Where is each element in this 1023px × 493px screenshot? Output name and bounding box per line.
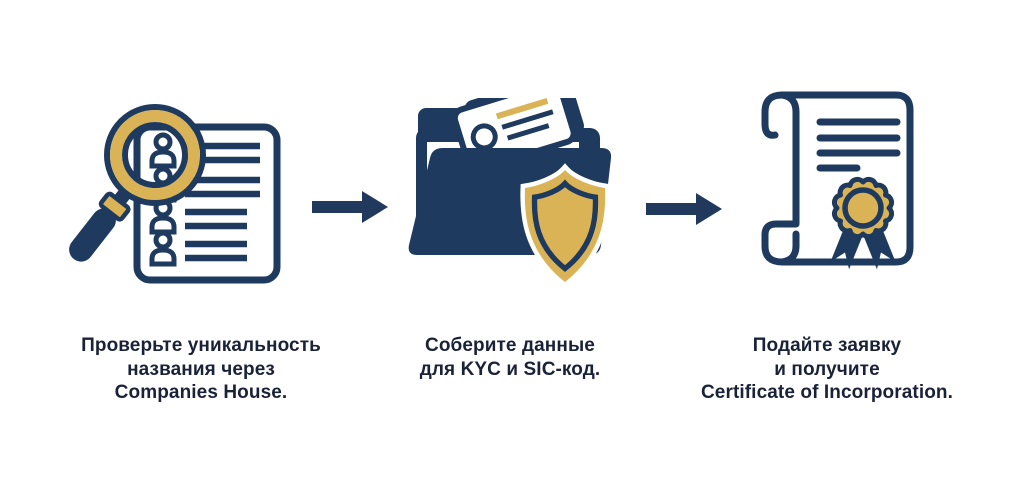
step3-caption-line: Подайте заявку bbox=[752, 335, 902, 356]
step1-caption-line: Companies House. bbox=[114, 382, 288, 403]
arrow-right-icon bbox=[646, 193, 722, 225]
step2-caption-line: Соберите данные bbox=[425, 335, 595, 356]
step2-caption-line: для KYC и SIC-код. bbox=[419, 358, 601, 380]
arrow-right-icon bbox=[312, 191, 388, 223]
magnifier-document-icon bbox=[69, 104, 281, 284]
step1-caption: Проверьте уникальность названия через Co… bbox=[40, 334, 362, 405]
folder-shield-icon bbox=[408, 98, 612, 288]
step2-caption: Соберите данные для KYC и SIC-код. bbox=[368, 334, 652, 381]
step1-caption-line: Проверьте уникальность bbox=[81, 335, 321, 356]
certificate-scroll-icon bbox=[761, 91, 914, 270]
step3-caption: Подайте заявку и получите Certificate of… bbox=[662, 334, 992, 405]
step3-caption-line: и получите bbox=[774, 358, 880, 380]
step3-caption-line: Certificate of Incorporation. bbox=[700, 382, 954, 403]
step1-caption-line: названия через bbox=[127, 358, 275, 380]
